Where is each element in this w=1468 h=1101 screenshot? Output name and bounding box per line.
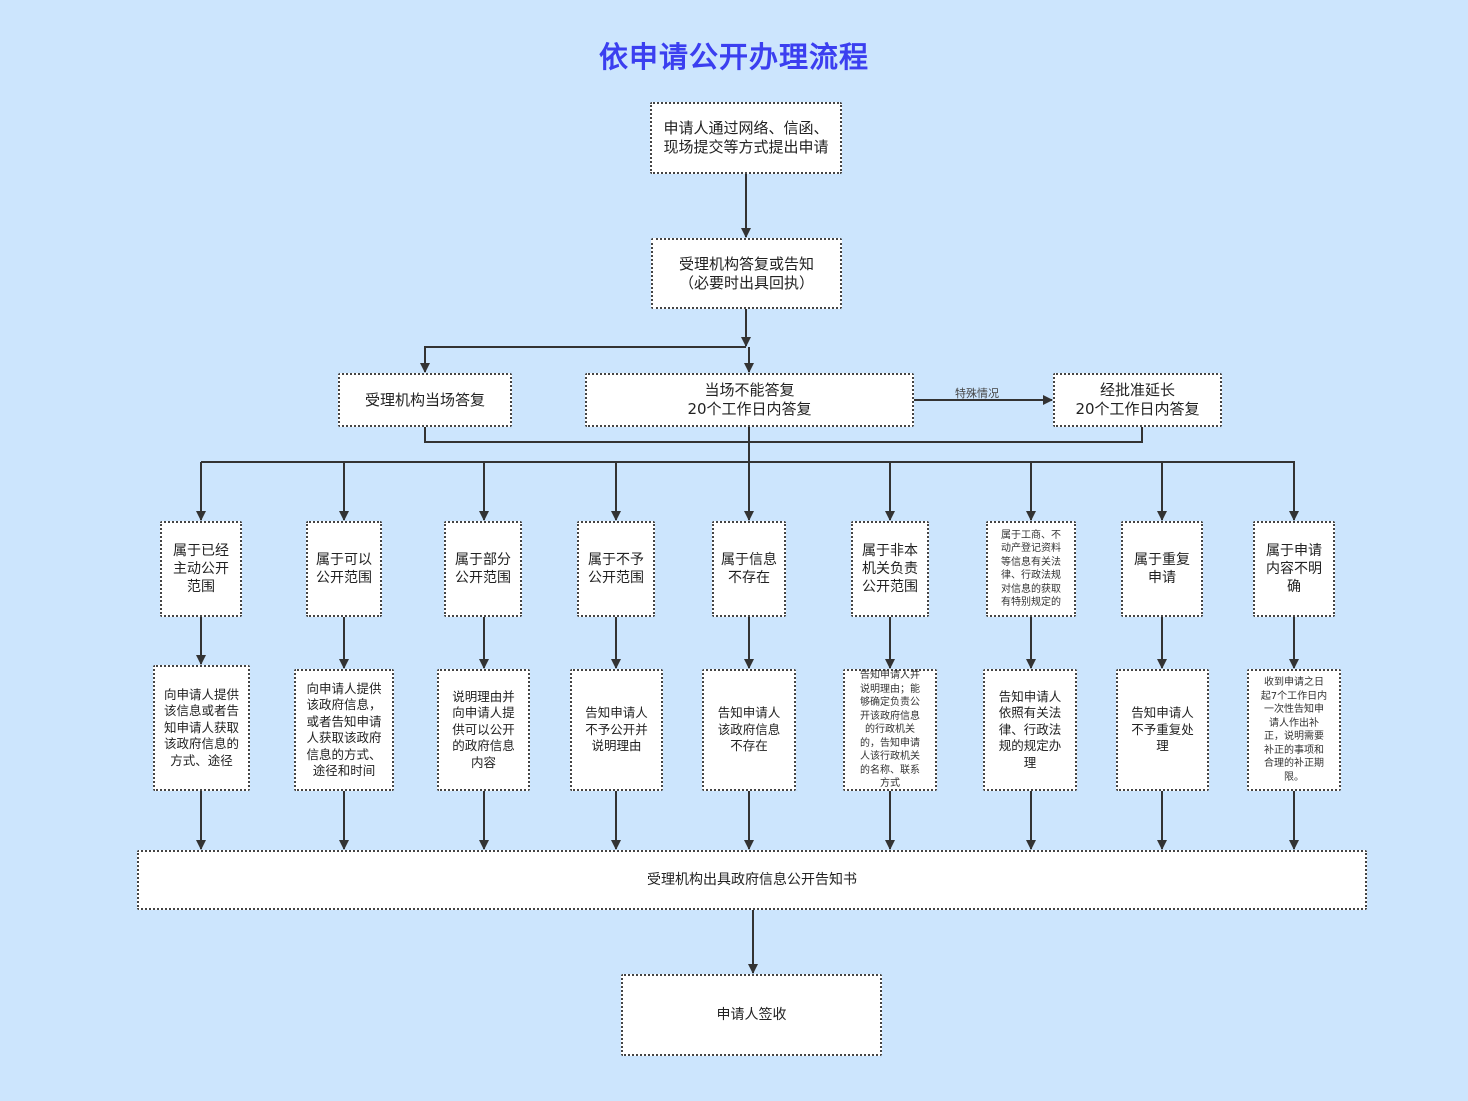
action-box-5: 告知申请人 该政府信息 不存在 [702, 669, 796, 791]
condition-box-5-text: 属于信息 不存在 [721, 552, 777, 586]
action-box-5-text: 告知申请人 该政府信息 不存在 [717, 705, 781, 754]
condition-box-1: 属于已经 主动公开 范围 [160, 521, 242, 617]
condition-box-4: 属于不予 公开范围 [577, 521, 655, 617]
node-notice-text: 受理机构出具政府信息公开告知书 [647, 872, 857, 888]
action-box-3: 说明理由并 向申请人提 供可以公开 的政府信息 内容 [437, 669, 530, 791]
action-box-9-text: 收到申请之日 起7个工作日内 一次性告知申 请人作出补 正，说明需要 补正的事项… [1260, 677, 1328, 783]
arrow-to-onsite [420, 346, 746, 373]
line-onsite-merge [424, 426, 1143, 443]
node-submit-text: 申请人通过网络、信函、 现场提交等方式提出申请 [663, 119, 829, 156]
action-box-8: 告知申请人 不予重复处 理 [1116, 669, 1209, 791]
condition-box-6: 属于非本 机关负责 公开范围 [851, 521, 929, 617]
node-disclosure-notice: 受理机构出具政府信息公开告知书 [137, 850, 1367, 910]
condition-box-9-text: 属于申请 内容不明 确 [1266, 543, 1322, 595]
node-sign-text: 申请人签收 [716, 1007, 787, 1023]
action-box-9: 收到申请之日 起7个工作日内 一次性告知申 请人作出补 正，说明需要 补正的事项… [1247, 669, 1341, 791]
node-applicant-sign: 申请人签收 [621, 974, 882, 1056]
condition-box-9: 属于申请 内容不明 确 [1253, 521, 1335, 617]
node-extend-text: 经批准延长 20个工作日内答复 [1075, 381, 1200, 418]
node-not-onsite-text: 当场不能答复 20个工作日内答复 [687, 381, 812, 418]
action-box-8-text: 告知申请人 不予重复处 理 [1131, 705, 1194, 754]
condition-box-8-text: 属于重复 申请 [1134, 552, 1190, 586]
condition-box-4-text: 属于不予 公开范围 [588, 552, 644, 586]
action-box-7-text: 告知申请人 依照有关法 律、行政法 规的规定办 理 [998, 688, 1062, 770]
action-box-7: 告知申请人 依照有关法 律、行政法 规的规定办 理 [983, 669, 1077, 791]
condition-box-6-text: 属于非本 机关负责 公开范围 [862, 543, 918, 595]
condition-box-3: 属于部分 公开范围 [444, 521, 522, 617]
edge-label-special: 特殊情况 [955, 387, 999, 400]
node-reply-text: 受理机构答复或告知 （必要时出具回执） [678, 254, 814, 292]
action-box-6: 告知申请人并 说明理由；能 够确定负责公 开该政府信息 的行政机关 的，告知申请… [843, 669, 937, 791]
node-submit-application: 申请人通过网络、信函、 现场提交等方式提出申请 [650, 102, 842, 174]
node-reply-or-notify: 受理机构答复或告知 （必要时出具回执） [651, 238, 842, 309]
page-title: 依申请公开办理流程 [598, 40, 869, 74]
action-box-3-text: 说明理由并 向申请人提 供可以公开 的政府信息 内容 [452, 688, 515, 770]
condition-box-5: 属于信息 不存在 [712, 521, 786, 617]
condition-box-3-text: 属于部分 公开范围 [455, 552, 511, 586]
condition-box-2-text: 属于可以 公开范围 [316, 552, 372, 586]
action-box-1-text: 向申请人提供 该信息或者告 知申请人获取 该政府信息的 方式、途径 [163, 686, 239, 768]
condition-box-7: 属于工商、不 动产登记资料 等信息有关法 律、行政法规 对信息的获取 有特别规定… [986, 521, 1076, 617]
node-extend-reply: 经批准延长 20个工作日内答复 [1053, 373, 1222, 427]
node-not-onsite-reply: 当场不能答复 20个工作日内答复 [585, 373, 914, 427]
condition-box-7-text: 属于工商、不 动产登记资料 等信息有关法 律、行政法规 对信息的获取 有特别规定… [1001, 529, 1061, 609]
node-onsite-text: 受理机构当场答复 [364, 390, 485, 409]
action-box-1: 向申请人提供 该信息或者告 知申请人获取 该政府信息的 方式、途径 [153, 665, 250, 791]
action-box-2: 向申请人提供 该政府信息， 或者告知申请 人获取该政府 信息的方式、 途径和时间 [294, 669, 394, 791]
condition-box-1-text: 属于已经 主动公开 范围 [173, 543, 229, 595]
action-box-4: 告知申请人 不予公开并 说明理由 [570, 669, 663, 791]
node-onsite-reply: 受理机构当场答复 [338, 373, 512, 427]
condition-box-2: 属于可以 公开范围 [306, 521, 382, 617]
action-box-6-text: 告知申请人并 说明理由；能 够确定负责公 开该政府信息 的行政机关 的，告知申请… [860, 670, 920, 790]
action-box-4-text: 告知申请人 不予公开并 说明理由 [585, 705, 648, 754]
condition-box-8: 属于重复 申请 [1121, 521, 1203, 617]
action-box-2-text: 向申请人提供 该政府信息， 或者告知申请 人获取该政府 信息的方式、 途径和时间 [306, 680, 382, 779]
